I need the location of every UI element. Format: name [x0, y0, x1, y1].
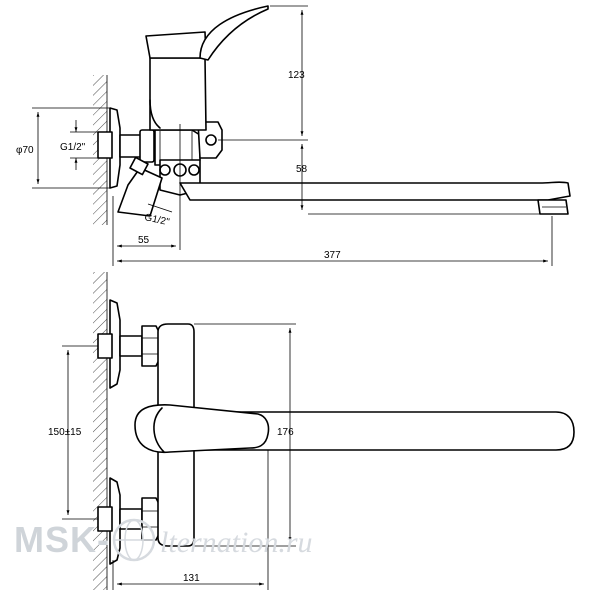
dim-label-123: 123 [288, 70, 305, 81]
dim-label-176: 176 [277, 427, 294, 438]
watermark-left: MSK- [14, 519, 110, 560]
lever-handle-side [199, 5, 269, 61]
dim-label-phi70: φ70 [16, 145, 34, 156]
lever-handle-front [134, 404, 270, 454]
dim-label-g12-inlet: G1/2" [60, 142, 86, 153]
inlet-connector-top [97, 131, 113, 159]
spout-side [179, 181, 571, 201]
hose-outlet-side [117, 167, 163, 217]
dim-label-55: 55 [138, 235, 150, 246]
watermark: MSK- lternation.ru [14, 518, 313, 562]
mixer-body-side [149, 57, 207, 131]
dim-label-131: 131 [183, 573, 200, 584]
front-view: 150±15 176 131 [48, 272, 575, 590]
side-view: 123 58 φ70 G1/2" G1/2" 55 377 [16, 5, 571, 266]
spout-front [189, 411, 575, 451]
watermark-right: lternation.ru [160, 526, 313, 559]
dim-label-150: 150±15 [48, 427, 82, 438]
dim-label-377: 377 [324, 250, 341, 261]
upper-inlet-connector [97, 333, 113, 359]
dim-label-58: 58 [296, 164, 308, 175]
dim-label-g12-outlet: G1/2" [143, 212, 170, 228]
